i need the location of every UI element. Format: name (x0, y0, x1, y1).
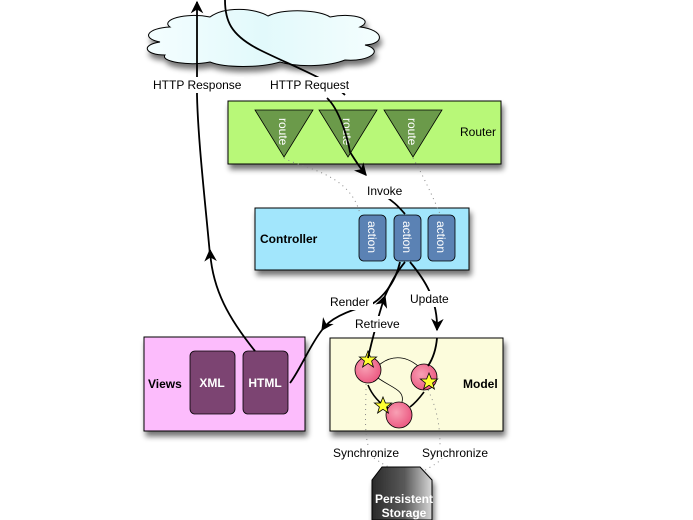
render-label: Render (330, 295, 369, 309)
render-to-html-line (289, 329, 323, 384)
http-response-label: HTTP Response (153, 78, 242, 92)
controller-label: Controller (260, 232, 318, 246)
action-label: action (400, 221, 414, 253)
router-label: Router (460, 125, 496, 139)
controller-action-1: action (358, 214, 387, 262)
route-label: route (276, 118, 290, 146)
action-label: action (365, 221, 379, 253)
synchronize-right-label: Synchronize (422, 446, 488, 460)
http-request-label: HTTP Request (270, 78, 350, 92)
views-label: Views (148, 377, 182, 391)
route-label: route (405, 118, 419, 146)
request-to-controller-arrow (326, 97, 367, 176)
invoke-label: Invoke (367, 184, 403, 198)
star-icon (419, 371, 439, 390)
router-route-1: route (254, 109, 314, 158)
storage-label-line1: Persistent (375, 492, 433, 506)
views-to-response-arrow (204, 248, 256, 352)
model-node-3 (385, 401, 413, 429)
action-label: action (434, 221, 448, 253)
views-html: HTML (242, 350, 289, 415)
update-label: Update (410, 292, 449, 306)
storage-label-line2: Storage (382, 506, 427, 520)
controller-action-2: action (393, 214, 422, 262)
synchronize-left-label: Synchronize (333, 446, 399, 460)
edge-labels: HTTP Response HTTP Request Invoke Render… (152, 77, 488, 460)
persistent-storage (371, 466, 433, 520)
views-xml: XML (189, 350, 236, 415)
retrieve-label: Retrieve (355, 317, 400, 331)
dotted-links (283, 157, 443, 473)
router-route-3: route (383, 109, 443, 158)
controller-action-3: action (427, 214, 456, 262)
star-icon (373, 395, 393, 414)
internet-cloud (147, 8, 380, 67)
star-icon (358, 349, 378, 368)
xml-label: XML (199, 376, 224, 390)
html-label: HTML (248, 376, 281, 390)
model-label: Model (463, 377, 498, 391)
